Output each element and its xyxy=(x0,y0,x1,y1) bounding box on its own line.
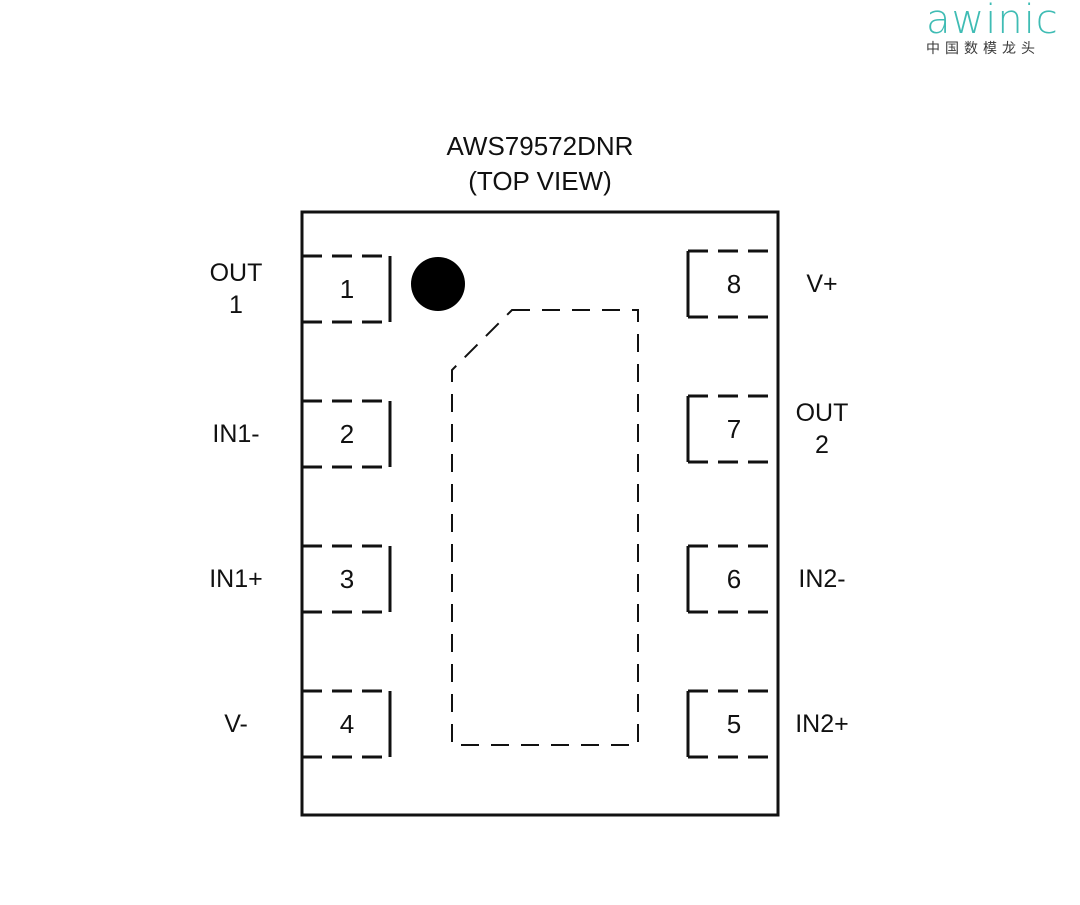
thermal-pad-outline xyxy=(451,309,639,746)
package-outline xyxy=(300,210,780,817)
pin-number: 5 xyxy=(727,709,741,739)
pin-label: IN2+ xyxy=(795,710,849,738)
right-pads xyxy=(686,249,778,759)
pin-label: IN1- xyxy=(212,420,260,448)
pin-number: 8 xyxy=(727,269,741,299)
pin-number: 3 xyxy=(340,564,354,594)
logo-tagline: 中国数模龙头 xyxy=(926,41,1040,57)
pin-label: OUT 1 xyxy=(209,259,263,319)
part-number-title: AWS79572DNR xyxy=(446,131,634,161)
pin-label: IN1+ xyxy=(209,565,263,593)
logo-wordmark: awinic xyxy=(926,0,1059,43)
pin-label: IN2- xyxy=(798,565,846,593)
pin-number: 4 xyxy=(340,709,354,739)
view-subtitle: (TOP VIEW) xyxy=(468,166,612,196)
pin-label: V+ xyxy=(806,270,838,298)
pin-number: 6 xyxy=(727,564,741,594)
pin-number: 7 xyxy=(727,414,741,444)
pin-label: OUT 2 xyxy=(795,399,849,459)
pin1-indicator-dot xyxy=(411,257,465,311)
pin-numbers: 1 2 3 4 5 6 7 8 xyxy=(340,269,741,739)
left-pads xyxy=(302,254,392,759)
pin-number: 1 xyxy=(340,274,354,304)
pin-number: 2 xyxy=(340,419,354,449)
pin-label: V- xyxy=(224,710,248,738)
awinic-logo: awinic 中国数模龙头 xyxy=(918,0,1068,60)
